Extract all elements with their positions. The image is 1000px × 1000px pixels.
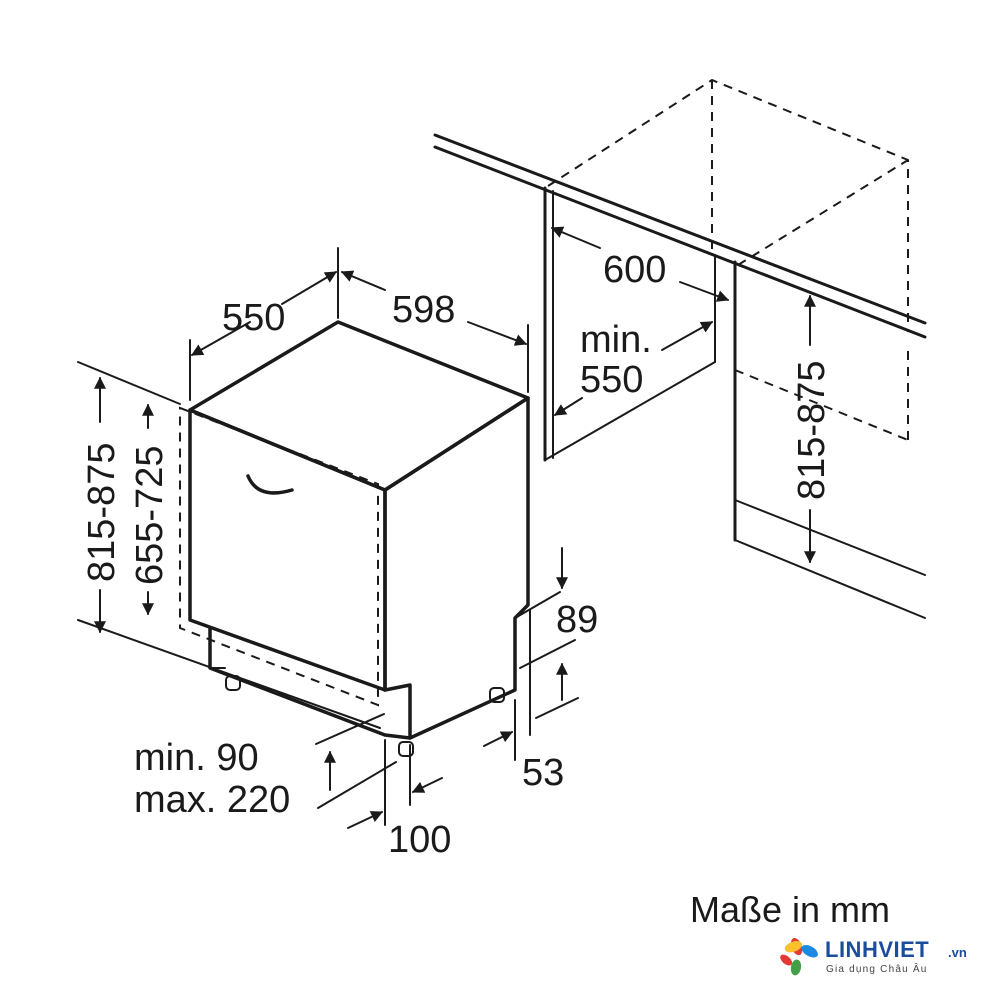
- dishwasher-body: [179, 320, 530, 757]
- dim-plinth-bottom: 53: [522, 752, 564, 794]
- units-caption: Maße in mm: [690, 889, 890, 930]
- dim-niche-height: 815-875: [791, 361, 833, 500]
- dim-toe-kick-line2: max. 220: [134, 779, 290, 821]
- dim-toe-kick-line1: min. 90: [134, 737, 259, 779]
- logo-tld: .vn: [948, 945, 967, 960]
- cabinet-niche: [433, 78, 927, 619]
- linhviet-logo: LINHVIET .vn Gia dụng Châu Âu: [780, 937, 967, 976]
- foot: [398, 741, 414, 757]
- dim-appliance-depth: 550: [222, 297, 285, 339]
- dim-plinth-top: 89: [556, 599, 598, 641]
- dim-foot-offset: 100: [388, 819, 451, 861]
- dim-niche-depth-line1: min.: [580, 319, 652, 361]
- dim-door-height: 655-725: [129, 446, 171, 585]
- dim-appliance-width: 598: [392, 289, 455, 331]
- dim-niche-width: 600: [603, 249, 666, 291]
- logo-tagline: Gia dụng Châu Âu: [826, 962, 927, 975]
- foot: [489, 687, 505, 703]
- flower-icon: [780, 937, 818, 976]
- dim-niche-depth-line2: 550: [580, 359, 643, 401]
- logo-name: LINHVIET: [825, 937, 929, 962]
- dim-total-height: 815-875: [81, 443, 123, 582]
